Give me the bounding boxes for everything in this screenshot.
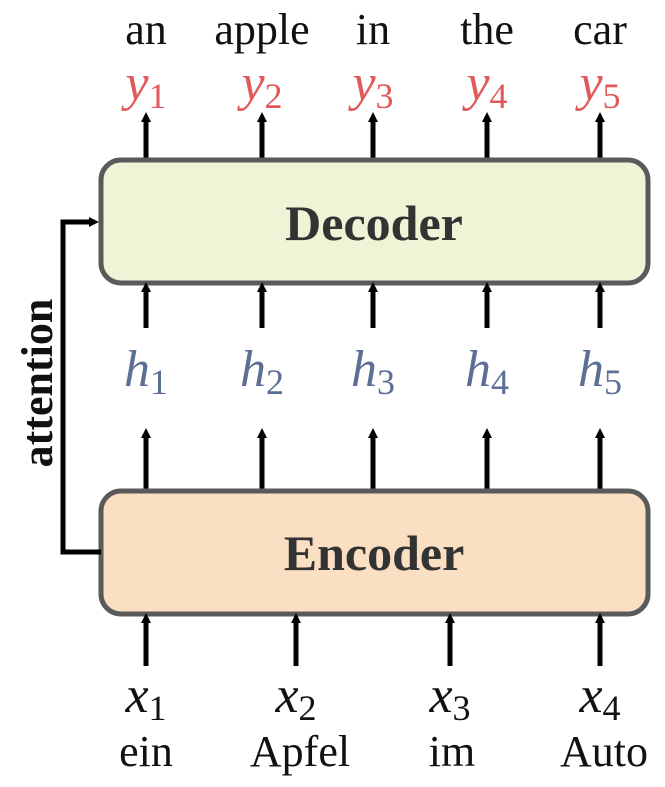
input-word-4: Auto [560,727,648,776]
output-symbol-3: y3 [347,55,393,116]
input-words: ein Apfel im Auto [119,727,648,776]
hidden-symbol-3: h3 [351,341,395,402]
attention-connector: attention [13,217,101,555]
decoder-box: Decoder [98,157,651,286]
output-symbol-4: y4 [461,55,507,116]
input-symbols: x1 x2 x3 x4 [124,667,620,728]
attention-arrow [60,217,101,555]
attention-label: attention [13,299,62,468]
hidden-symbol-4: h4 [465,341,509,402]
input-symbol-2: x2 [274,667,316,728]
output-symbols: y1 y2 y3 y4 y5 [120,55,620,116]
input-symbol-1: x1 [124,667,166,728]
input-encoder-arrows [141,613,605,666]
output-word-2: apple [214,5,309,54]
encoder-hidden-arrows [141,428,605,490]
decoder-label: Decoder [285,195,463,251]
hidden-symbols: h1 h2 h3 h4 h5 [124,341,622,402]
output-symbol-1: y1 [120,55,166,116]
hidden-symbol-2: h2 [240,341,284,402]
encoder-box: Encoder [98,488,651,617]
input-symbol-4: x4 [578,667,620,728]
output-symbol-5: y5 [574,55,620,116]
input-word-2: Apfel [250,727,350,776]
output-word-3: in [356,5,390,54]
hidden-decoder-arrows [141,282,605,328]
hidden-symbol-5: h5 [578,341,622,402]
input-symbol-3: x3 [428,667,470,728]
encoder-label: Encoder [284,525,465,581]
decoder-output-arrows [141,112,605,158]
output-word-5: car [573,5,627,54]
output-symbol-2: y2 [236,55,282,116]
output-words: an apple in the car [125,5,627,54]
input-word-1: ein [119,727,173,776]
input-word-3: im [429,727,475,776]
output-word-1: an [125,5,167,54]
hidden-symbol-1: h1 [124,341,168,402]
output-word-4: the [460,5,514,54]
